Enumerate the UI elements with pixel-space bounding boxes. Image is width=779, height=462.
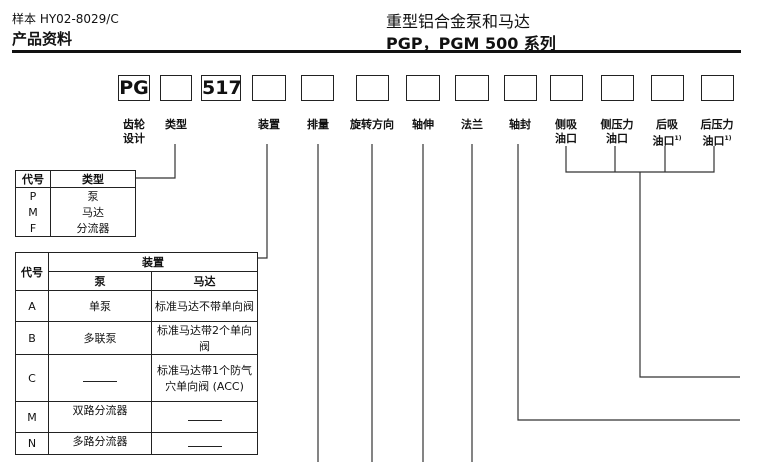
field-label: 轴封	[490, 118, 550, 132]
code: M	[15, 204, 51, 220]
cell: 多联泵	[48, 321, 152, 355]
cell: 双路分流器	[48, 401, 152, 433]
field-label: 旋转方向	[342, 118, 402, 132]
code-box: 517	[201, 75, 242, 101]
dash	[187, 446, 222, 447]
dash	[83, 380, 117, 382]
field-label: 齿轮设计	[104, 118, 164, 146]
label-line2: 油口	[652, 134, 675, 148]
header-type: 类型	[50, 170, 136, 188]
footnote-mark: 1)	[724, 135, 732, 142]
label-line1: 类型	[165, 118, 187, 131]
label-line1: 侧吸	[555, 118, 577, 131]
cell: 单泵	[48, 290, 152, 322]
code-box	[455, 75, 489, 101]
table-row: C 标准马达带1个防气穴单向阀 (ACC)	[15, 354, 258, 402]
section-title: 产品资料	[12, 30, 73, 48]
label-line1: 轴伸	[412, 118, 434, 131]
header-pump: 泵	[48, 271, 152, 291]
field-label: 后压力油口1)	[687, 118, 747, 149]
value: 分流器	[50, 220, 136, 237]
field-label: 轴伸	[393, 118, 453, 132]
cell: 标准马达不带单向阀	[151, 290, 258, 322]
label-line1: 轴封	[509, 118, 531, 131]
label-line1: 后压力	[700, 118, 734, 131]
cell: 标准马达带1个防气穴单向阀 (ACC)	[151, 354, 258, 402]
code-box: PG	[118, 75, 150, 101]
code-box	[356, 75, 389, 101]
field-label: 侧压力油口	[587, 118, 647, 146]
doc-number: 样本 HY02-8029/C	[12, 12, 119, 26]
header-device: 装置	[48, 252, 258, 272]
field-label: 装置	[239, 118, 299, 132]
field-label: 侧吸油口	[536, 118, 596, 146]
cell: 标准马达带2个单向阀	[151, 321, 258, 355]
label-line1: 装置	[258, 118, 280, 131]
code-box	[550, 75, 583, 101]
label-line2: 设计	[123, 132, 145, 145]
cell: B	[15, 321, 49, 355]
field-label: 后吸油口1)	[637, 118, 697, 149]
code: F	[15, 220, 51, 237]
code-box	[252, 75, 286, 101]
label-line2: 油口	[555, 132, 577, 145]
value: 泵	[50, 187, 136, 204]
code-box	[406, 75, 440, 101]
header-motor: 马达	[151, 271, 258, 291]
cell	[151, 401, 258, 433]
header-code: 代号	[15, 252, 49, 291]
cell: C	[15, 354, 49, 402]
code-box	[301, 75, 334, 101]
label-line1: 排量	[307, 118, 329, 131]
label-line1: 旋转方向	[350, 118, 394, 131]
code-box	[601, 75, 634, 101]
page-title: 重型铝合金泵和马达	[386, 12, 531, 31]
label-line2: 油口	[702, 134, 725, 148]
dash	[187, 419, 222, 421]
header-code: 代号	[15, 170, 51, 188]
cell: 多路分流器	[48, 432, 152, 455]
label-line2: 油口	[606, 132, 628, 145]
code: P	[15, 187, 51, 204]
cell	[48, 354, 152, 402]
label-line1: 侧压力	[600, 118, 634, 131]
code-box	[651, 75, 684, 101]
label-line1: 法兰	[461, 118, 483, 131]
cell: A	[15, 290, 49, 322]
label-line1: 后吸	[656, 118, 678, 131]
field-label: 排量	[288, 118, 348, 132]
divider	[12, 50, 741, 53]
label-line1: 齿轮	[123, 118, 145, 131]
cell: M	[15, 401, 49, 433]
field-label: 类型	[146, 118, 206, 132]
code-box	[160, 75, 192, 101]
code-box	[701, 75, 734, 101]
code-box	[504, 75, 537, 101]
cell: N	[15, 432, 49, 455]
footnote-mark: 1)	[674, 135, 682, 142]
value: 马达	[50, 204, 136, 220]
page-subtitle: PGP，PGM 500 系列	[386, 34, 556, 53]
cell	[151, 432, 258, 455]
field-label: 法兰	[442, 118, 502, 132]
